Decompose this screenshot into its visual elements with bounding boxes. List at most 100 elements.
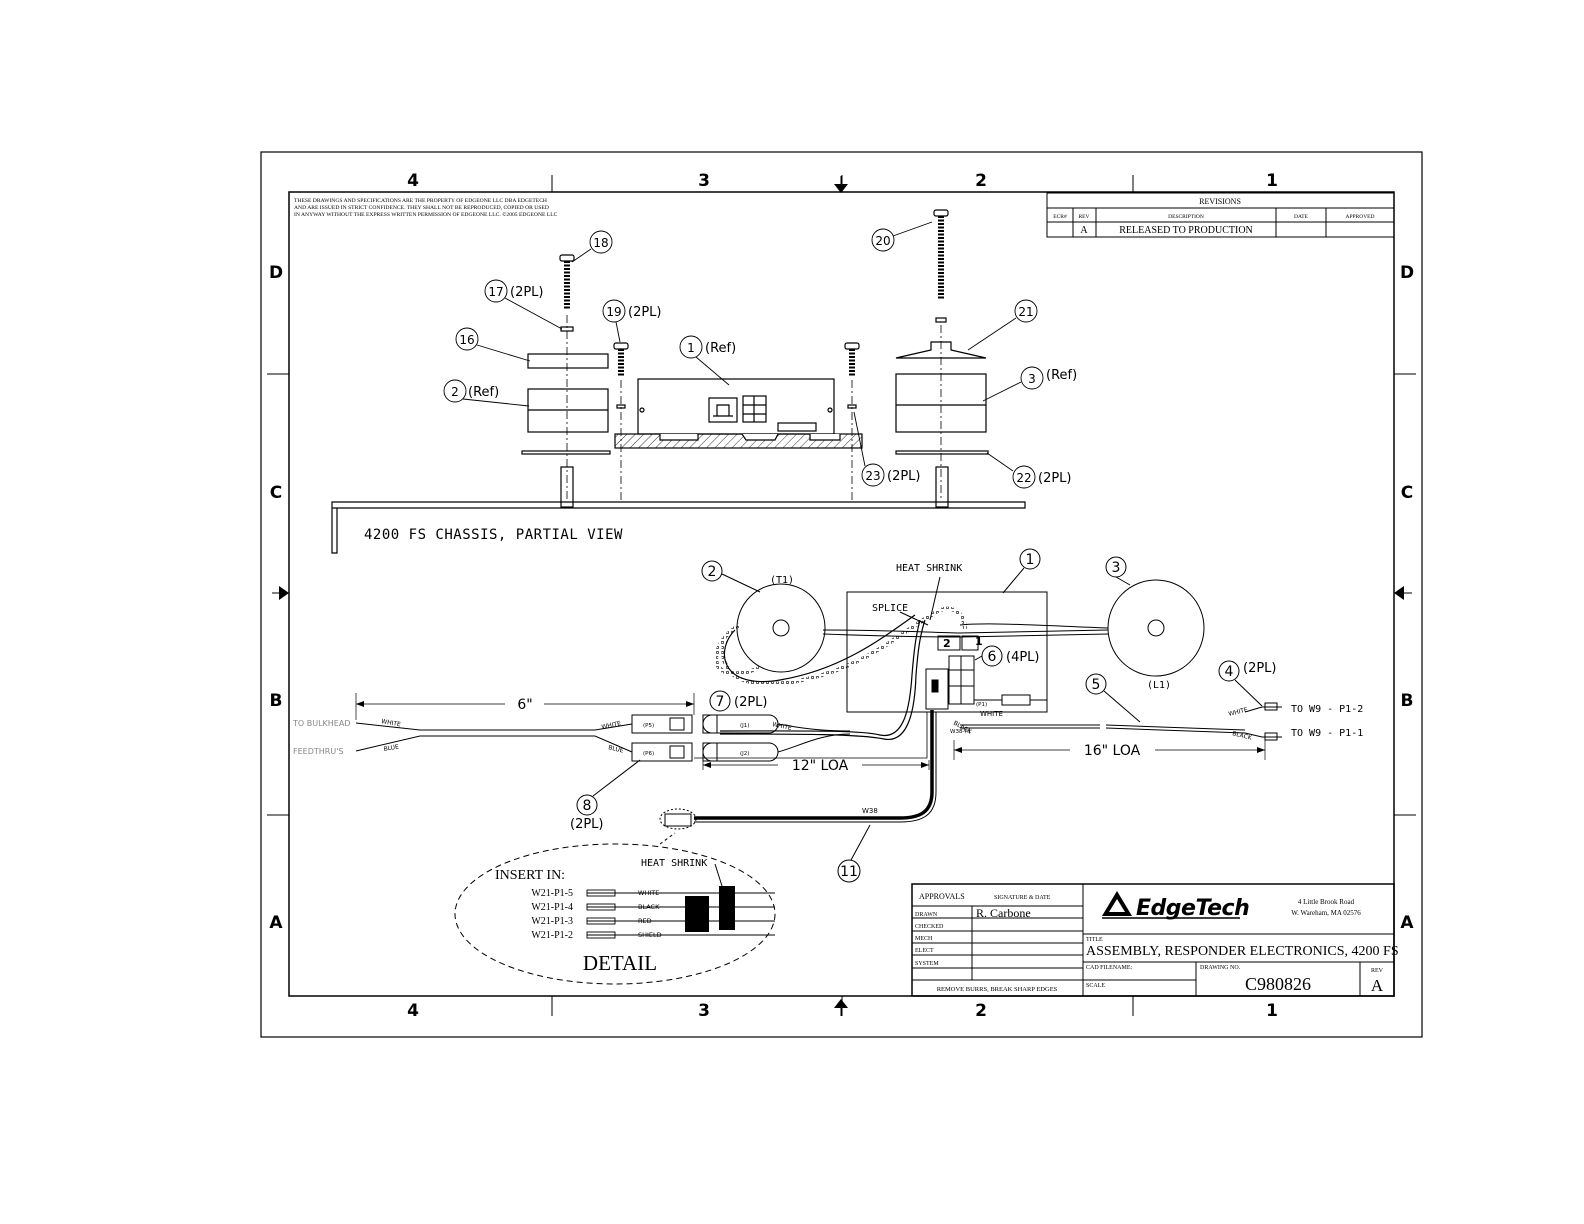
ref-2-upper: (Ref) bbox=[468, 385, 499, 400]
qty-7: (2PL) bbox=[734, 695, 768, 710]
detail-wire-red: RED bbox=[638, 917, 652, 925]
heat-shrink-block-2 bbox=[719, 886, 735, 930]
chassis-view-caption: 4200 FS CHASSIS, PARTIAL VIEW bbox=[364, 527, 623, 543]
ref-1-upper: (Ref) bbox=[705, 341, 736, 356]
j2-label: (J2) bbox=[740, 751, 749, 757]
pcb-assembly bbox=[614, 378, 863, 449]
balloon-1-wiring: 1 bbox=[1026, 552, 1035, 568]
detail-heat-shrink: HEAT SHRINK bbox=[641, 858, 707, 869]
wire-white-board: WHITE bbox=[980, 710, 1003, 718]
balloon-1-upper: 1 bbox=[687, 341, 695, 355]
toroid-l1 bbox=[1107, 579, 1205, 677]
balloon-8: 8 bbox=[583, 798, 592, 814]
p1-label: (P1) bbox=[976, 702, 987, 708]
wire-white-bulkhead: WHITE bbox=[381, 718, 402, 728]
company-name: EdgeTech bbox=[1136, 896, 1249, 921]
balloon-17: 17 bbox=[488, 285, 503, 299]
dim-16-inch-loa: 16" LOA bbox=[1084, 743, 1141, 759]
notice-line-3: IN ANYWAY WITHOUT THE EXPRESS WRITTEN PE… bbox=[294, 211, 558, 218]
detail-wire-black: BLACK bbox=[638, 903, 660, 911]
heat-shrink-label: HEAT SHRINK bbox=[896, 563, 962, 574]
balloon-6: 6 bbox=[988, 649, 997, 665]
detail-pin-2: W21-P1-4 bbox=[531, 902, 573, 913]
qty-19: (2PL) bbox=[628, 305, 662, 320]
w38-p1-label: W38-P1 bbox=[950, 729, 971, 735]
detail-view bbox=[454, 832, 776, 985]
detail-pin-3: W21-P1-3 bbox=[531, 916, 573, 927]
balloon-22: 22 bbox=[1016, 471, 1031, 485]
detail-wire-white: WHITE bbox=[638, 889, 659, 897]
remove-burrs-note: REMOVE BURRS, BREAK SHARP EDGES bbox=[937, 986, 1058, 993]
zone-row-c-left: C bbox=[270, 483, 282, 503]
rev-header-description: DESCRIPTION bbox=[1168, 214, 1204, 220]
balloon-2-upper: 2 bbox=[451, 385, 459, 399]
p5-label: (P5) bbox=[643, 723, 654, 729]
balloon-18: 18 bbox=[593, 236, 608, 250]
notice-line-2: AND ARE ISSUED IN STRICT CONFIDENCE. THE… bbox=[294, 205, 549, 211]
transformer-t1-cap bbox=[527, 353, 609, 369]
balloon-3-wiring: 3 bbox=[1112, 560, 1121, 576]
t1-label: (T1) bbox=[770, 575, 794, 586]
zone-col-2-top: 2 bbox=[975, 171, 987, 191]
rev-header-ecr: ECR# bbox=[1053, 214, 1067, 220]
revisions-title: REVISIONS bbox=[1199, 197, 1241, 206]
role-mech: MECH bbox=[915, 936, 933, 942]
notice-line-1: THESE DRAWINGS AND SPECIFICATIONS ARE TH… bbox=[294, 198, 547, 204]
cad-filename-label: CAD FILENAME: bbox=[1086, 965, 1132, 971]
balloon-23: 23 bbox=[865, 469, 880, 483]
edgetech-logo bbox=[1102, 891, 1240, 919]
wire-white-w9: WHITE bbox=[1228, 706, 1249, 718]
wire-white-p5: WHITE bbox=[601, 720, 622, 731]
balloon-4: 4 bbox=[1225, 664, 1234, 680]
detail-insert-in: INSERT IN: bbox=[495, 868, 565, 883]
chassis-plate bbox=[331, 501, 1026, 554]
rev-header-approved: APPROVED bbox=[1345, 214, 1374, 220]
balloon-20: 20 bbox=[875, 234, 890, 248]
zone-col-1-top: 1 bbox=[1266, 171, 1278, 191]
ref-3-upper: (Ref) bbox=[1046, 368, 1077, 383]
revisions-block: REVISIONS ECR# REV DESCRIPTION DATE APPR… bbox=[1046, 192, 1395, 238]
zone-col-4-bottom: 4 bbox=[407, 1001, 419, 1021]
rev-header-date: DATE bbox=[1294, 214, 1309, 220]
rev-row-description: RELEASED TO PRODUCTION bbox=[1119, 225, 1253, 236]
detail-wire-shield: SHIELD bbox=[638, 931, 662, 939]
zone-row-b-right: B bbox=[1401, 691, 1414, 711]
qty-8: (2PL) bbox=[570, 817, 604, 832]
w38-label: W38 bbox=[862, 807, 878, 815]
wiring-callouts bbox=[576, 548, 1263, 883]
drawing-title: ASSEMBLY, RESPONDER ELECTRONICS, 4200 FS bbox=[1086, 944, 1399, 959]
detail-pin-4: W21-P1-2 bbox=[531, 930, 573, 941]
zone-col-1-bottom: 1 bbox=[1266, 1001, 1278, 1021]
dimension-arrowheads bbox=[356, 701, 1265, 768]
qty-23: (2PL) bbox=[887, 469, 921, 484]
upper-view-callouts bbox=[443, 221, 1044, 489]
screw-19-left bbox=[613, 342, 629, 500]
j1-label: (J1) bbox=[740, 723, 749, 729]
to-w9-p1-2: TO W9 - P1-2 bbox=[1291, 704, 1363, 715]
balloon-11: 11 bbox=[840, 864, 858, 880]
p6-label: (P6) bbox=[643, 751, 654, 757]
qty-17: (2PL) bbox=[510, 285, 544, 300]
company-address-2: W. Wareham, MA 02576 bbox=[1291, 909, 1361, 917]
rev-label: REV bbox=[1371, 968, 1384, 974]
drawing-number: C980826 bbox=[1245, 974, 1311, 994]
detail-pin-1: W21-P1-5 bbox=[531, 888, 573, 899]
role-system: SYSTEM bbox=[915, 961, 939, 967]
balloon-3-upper: 3 bbox=[1028, 372, 1036, 386]
scale-label: SCALE bbox=[1086, 983, 1105, 989]
proprietary-notice: THESE DRAWINGS AND SPECIFICATIONS ARE TH… bbox=[294, 198, 558, 218]
l1-label: (L1) bbox=[1147, 680, 1171, 691]
qty-4: (2PL) bbox=[1243, 661, 1277, 676]
wire-blue-p6: BLUE bbox=[608, 744, 625, 755]
feedthrus-label: FEEDTHRU'S bbox=[293, 747, 343, 756]
balloon-7: 7 bbox=[716, 694, 725, 710]
zone-col-3-bottom: 3 bbox=[698, 1001, 710, 1021]
balloon-5: 5 bbox=[1092, 677, 1101, 693]
wire-white-j1: WHITE bbox=[772, 721, 793, 732]
dim-6-inch: 6" bbox=[517, 697, 532, 713]
signature-date-label: SIGNATURE & DATE bbox=[994, 895, 1051, 901]
toroid-t1 bbox=[736, 583, 826, 673]
title-block bbox=[911, 883, 1395, 997]
zone-col-3-top: 3 bbox=[698, 171, 710, 191]
